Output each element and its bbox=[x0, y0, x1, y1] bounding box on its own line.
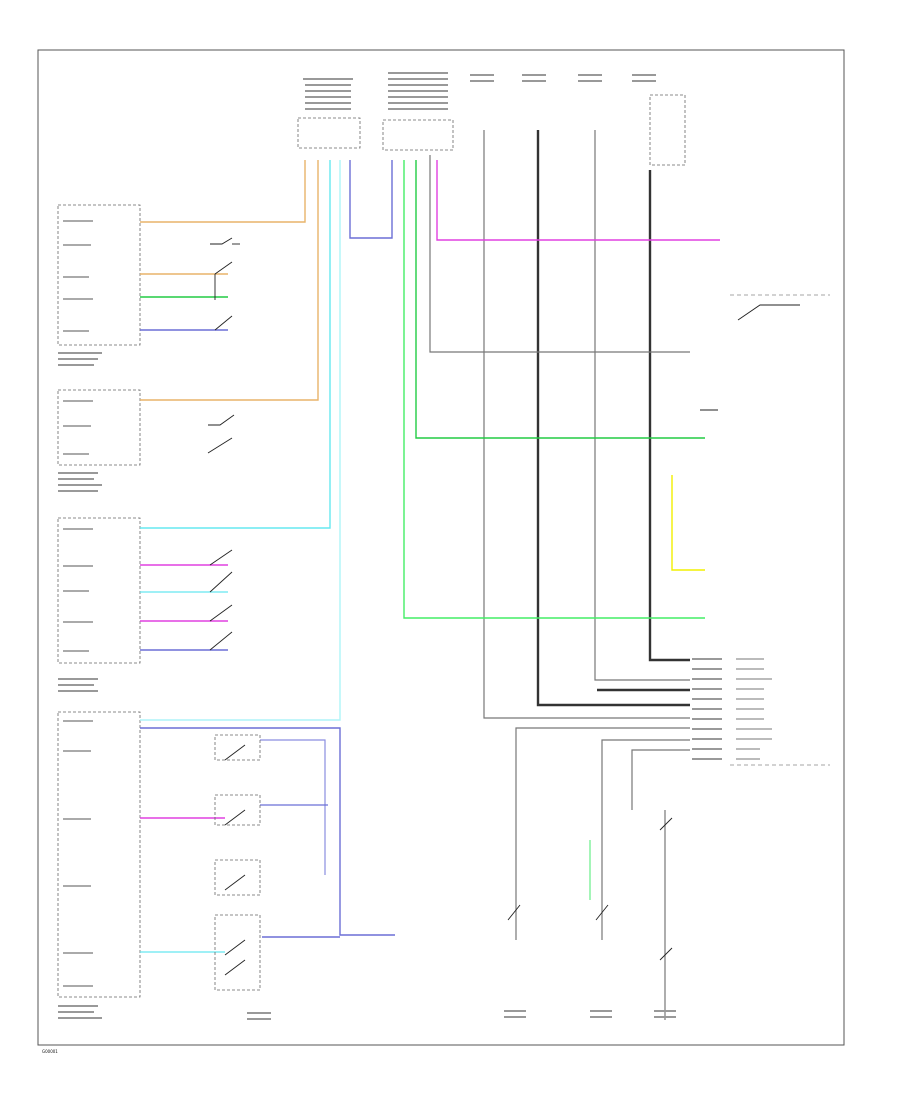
ground-symbols bbox=[247, 1010, 676, 1020]
green-wires bbox=[140, 160, 705, 619]
orange-wires bbox=[140, 160, 319, 401]
switch-lower bbox=[209, 549, 233, 651]
blue-wires bbox=[140, 160, 395, 938]
left-box-pin-labels bbox=[58, 220, 102, 1019]
passenger-belt-module-box bbox=[57, 389, 141, 466]
bottom-module-box bbox=[57, 711, 141, 998]
top-connector-left bbox=[297, 78, 361, 149]
cyan-wires bbox=[140, 160, 591, 953]
feed-wires bbox=[429, 130, 690, 1020]
switch-driver-belt bbox=[210, 237, 240, 331]
diagram-border bbox=[37, 49, 845, 1046]
footer-label: G00001 bbox=[42, 1049, 58, 1054]
magenta-wires bbox=[140, 160, 720, 819]
lower-module-box bbox=[57, 517, 141, 664]
top-connector-center bbox=[382, 72, 454, 151]
driver-belt-module-box bbox=[57, 204, 141, 346]
fuse-headers bbox=[470, 74, 686, 166]
switch-bottom bbox=[214, 734, 261, 991]
switch-passenger-belt bbox=[207, 414, 235, 454]
yellow-wire bbox=[671, 475, 705, 571]
switch-right-column bbox=[507, 304, 800, 961]
right-connector-pins bbox=[692, 658, 772, 760]
switch-symbols bbox=[207, 237, 800, 991]
